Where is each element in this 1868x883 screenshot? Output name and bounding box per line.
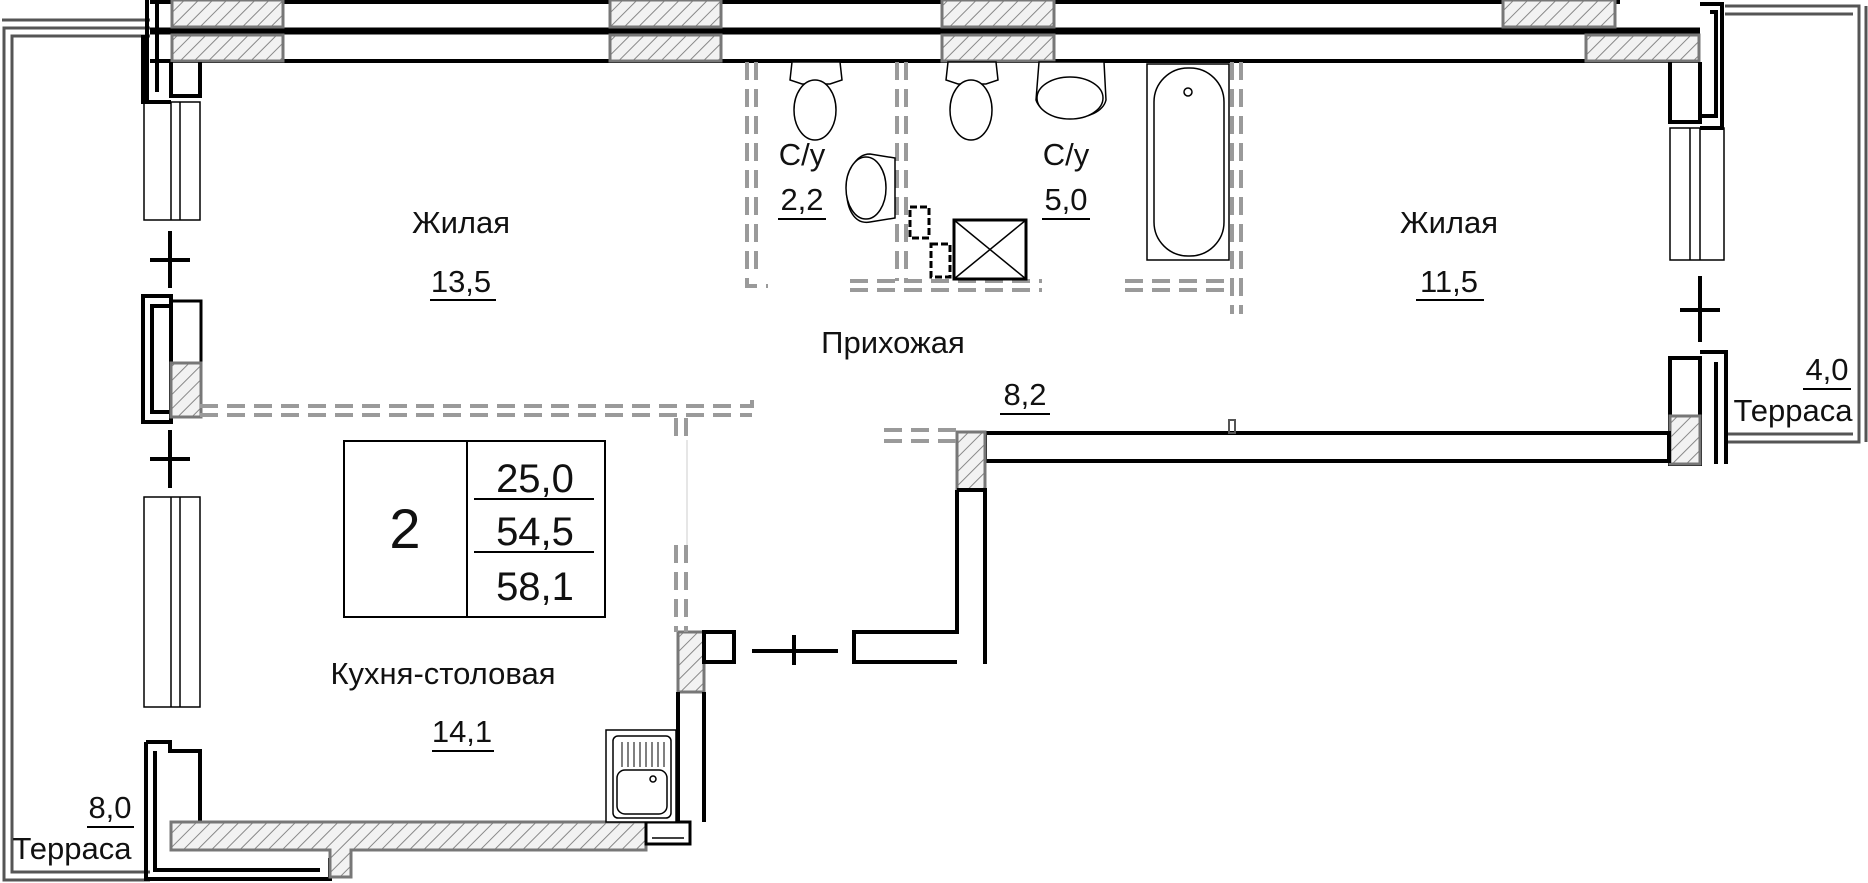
ventilation-shafts (908, 205, 952, 279)
room-label-bathroom-large: С/у 5,0 (1042, 137, 1090, 220)
terrace-left-outline (2, 18, 150, 882)
room-area: 14,1 (432, 714, 492, 749)
room-name: С/у (779, 137, 826, 172)
top-wall (150, 0, 1701, 63)
column-hatch (1584, 33, 1701, 63)
entrance-door (676, 630, 838, 822)
kitchen-partition (200, 393, 754, 632)
left-wall (141, 0, 332, 881)
room-label-living-left: Жилая 13,5 (412, 205, 510, 301)
room-area: 11,5 (1420, 264, 1478, 299)
toilet-large (945, 61, 999, 141)
room-label-terrace-right: 4,0 Терраса (1734, 352, 1854, 428)
room-area: 5,0 (1044, 182, 1087, 217)
room-label-bathroom-small: С/у 2,2 (778, 137, 826, 220)
bathtub (1146, 63, 1230, 261)
washbasin-large (1035, 61, 1107, 120)
rooms-count: 2 (389, 497, 420, 560)
room-name: Терраса (1734, 393, 1854, 428)
room-label-kitchen-dining: Кухня-столовая 14,1 (330, 656, 556, 752)
column-hatch (608, 0, 723, 29)
column-hatch (940, 0, 1056, 29)
window (143, 101, 201, 221)
room-area: 8,2 (1003, 377, 1046, 412)
column-hatch (170, 33, 285, 63)
total-area: 54,5 (496, 510, 574, 554)
room-name: Жилая (1400, 205, 1498, 240)
room-label-hallway: Прихожая 8,2 (821, 325, 1050, 415)
column-hatch (940, 33, 1056, 63)
column-hatch (608, 33, 723, 63)
room-name: Кухня-столовая (330, 656, 555, 691)
column-hatch (1501, 0, 1617, 29)
living-area-total: 25,0 (496, 457, 574, 501)
room-name: С/у (1043, 137, 1090, 172)
toilet-small (789, 61, 843, 141)
right-wall (1668, 2, 1728, 466)
corridor-wall (852, 419, 1671, 664)
room-name: Прихожая (821, 325, 965, 360)
room-name: Жилая (412, 205, 510, 240)
total-area-with-terraces: 58,1 (496, 565, 574, 609)
terrace-right-outline (1725, 4, 1868, 444)
window (1669, 127, 1725, 261)
shower-tray (952, 218, 1028, 281)
room-area: 4,0 (1805, 352, 1848, 387)
apartment-summary-box: 2 25,0 54,5 58,1 (343, 440, 606, 618)
room-name: Терраса (13, 831, 133, 866)
room-label-living-right: Жилая 11,5 (1400, 205, 1498, 301)
washbasin-small (845, 153, 896, 223)
room-area: 8,0 (88, 790, 131, 825)
bathroom-partitions (745, 62, 1243, 314)
window (143, 496, 201, 708)
room-area: 13,5 (431, 264, 491, 299)
room-area: 2,2 (780, 182, 823, 217)
column-hatch (170, 0, 285, 29)
kitchen-sink (605, 729, 677, 823)
room-label-terrace-left: 8,0 Терраса (13, 790, 134, 866)
